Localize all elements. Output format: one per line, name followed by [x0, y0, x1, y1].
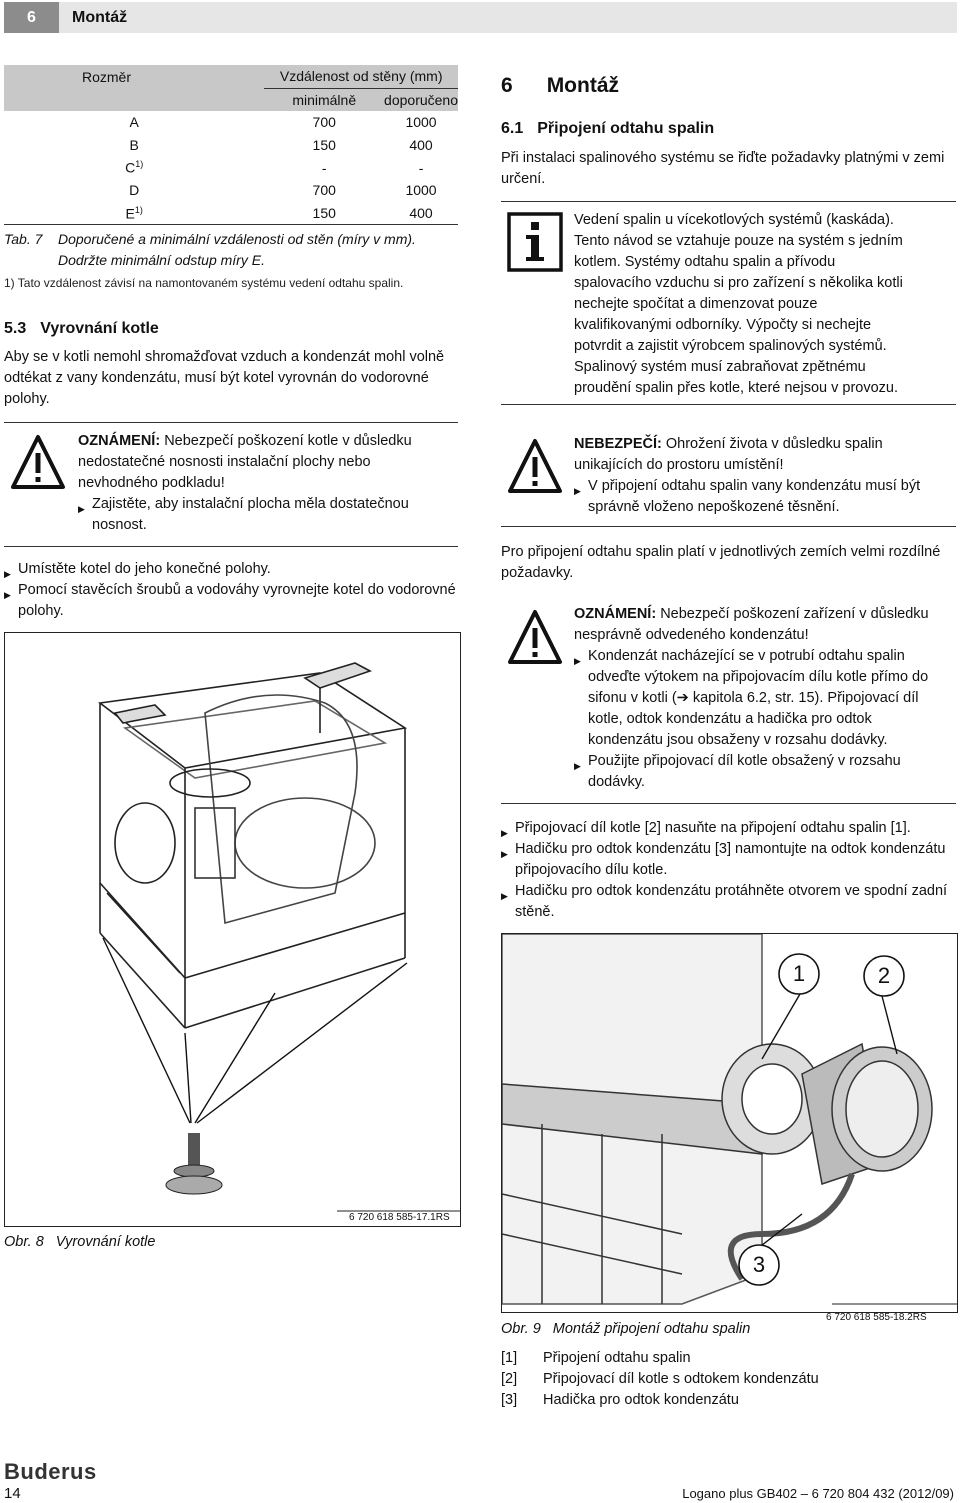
table-footnote: 1) Tato vzdálenost závisí na namontované…	[4, 276, 404, 290]
step-item: Umístěte kotel do jeho konečné polohy.	[4, 559, 458, 585]
info-icon	[507, 212, 563, 272]
warning-triangle-icon	[11, 435, 65, 489]
divider	[501, 201, 956, 202]
figure-code: 6 720 618 585-17.1RS	[349, 1212, 450, 1223]
figure-flue-connection: 1 2 3	[501, 933, 958, 1313]
steps-right: Připojovací díl kotle [2] nasuňte na při…	[501, 818, 953, 923]
callout-2: 2	[877, 963, 891, 988]
section-5-3-intro: Aby se v kotli nemohl shromažďovat vzduc…	[4, 349, 445, 407]
step-item: Pomocí stavěcích šroubů a vodováhy vyrov…	[4, 580, 458, 622]
page-header: 6 Montáž	[4, 2, 957, 33]
divider	[501, 526, 956, 527]
step-item: Hadičku pro odtok kondenzátu protáhněte …	[501, 881, 953, 923]
divider	[501, 803, 956, 804]
divider	[4, 546, 458, 547]
legend-item: [2]Připojovací díl kotle s odtokem konde…	[501, 1371, 819, 1387]
para-requirements: Pro připojení odtahu spalin platí v jedn…	[501, 544, 941, 581]
col-group-header: Vzdálenost od stěny (mm)	[264, 65, 458, 89]
col-rec-header: doporučeno	[384, 91, 458, 108]
header-number: 6	[4, 2, 59, 33]
document-id: Logano plus GB402 – 6 720 804 432 (2012/…	[682, 1486, 954, 1501]
divider	[501, 404, 956, 405]
col-min-header: minimálně	[292, 91, 357, 108]
page-number: 14	[4, 1485, 21, 1502]
callout-3: 3	[752, 1252, 766, 1277]
figure-9-legend: [1]Připojení odtahu spalin [2]Připojovac…	[501, 1348, 951, 1411]
figure-code: 6 720 618 585-18.2RS	[826, 1312, 927, 1323]
danger-bullet: V připojení odtahu spalin vany kondenzát…	[574, 476, 934, 518]
danger-triangle-icon	[508, 439, 562, 493]
steps-left: Umístěte kotel do jeho konečné polohy. P…	[4, 559, 458, 622]
notice-box-left: OZNÁMENÍ: Nebezpečí poškození kotle v dů…	[78, 431, 448, 536]
table-row: C1)--	[125, 159, 424, 176]
callout-1: 1	[792, 961, 806, 986]
step-item: Hadičku pro odtok kondenzátu [3] namontu…	[501, 839, 953, 881]
header-title: Montáž	[72, 9, 128, 26]
notice-bullet: Kondenzát nacházející se v potrubí odtah…	[574, 646, 929, 751]
notice-box-right: OZNÁMENÍ: Nebezpečí poškození zařízení v…	[574, 604, 929, 793]
warning-triangle-icon	[508, 610, 562, 664]
figure-boiler-leveling: 6 720 618 585-17.1RS	[4, 632, 461, 1227]
section-6-1-intro: Při instalaci spalinového systému se řiď…	[501, 150, 945, 187]
notice-bullet: Zajistěte, aby instalační plocha měla do…	[78, 494, 448, 536]
legend-item: [1]Připojení odtahu spalin	[501, 1350, 691, 1366]
danger-box: NEBEZPEČÍ: Ohrožení života v důsledku sp…	[574, 434, 934, 518]
adjustable-foot-icon	[165, 1133, 223, 1195]
brand-logo: Buderus	[4, 1459, 97, 1484]
boiler-frame-illustration	[97, 662, 460, 1212]
callouts-layer	[738, 953, 957, 1305]
flue-connection-illustration	[501, 933, 933, 1305]
col-dim-header: Rozměr	[82, 68, 132, 85]
info-box: Vedení spalin u vícekotlových systémů (k…	[574, 212, 903, 396]
divider	[4, 422, 458, 423]
legend-item: [3]Hadička pro odtok kondenzátu	[501, 1392, 739, 1408]
notice-bullet: Použijte připojovací díl kotle obsažený …	[574, 751, 929, 793]
step-item: Připojovací díl kotle [2] nasuňte na při…	[501, 818, 953, 844]
dimensions-table: Rozměr Vzdálenost od stěny (mm) minimáln…	[4, 65, 458, 225]
